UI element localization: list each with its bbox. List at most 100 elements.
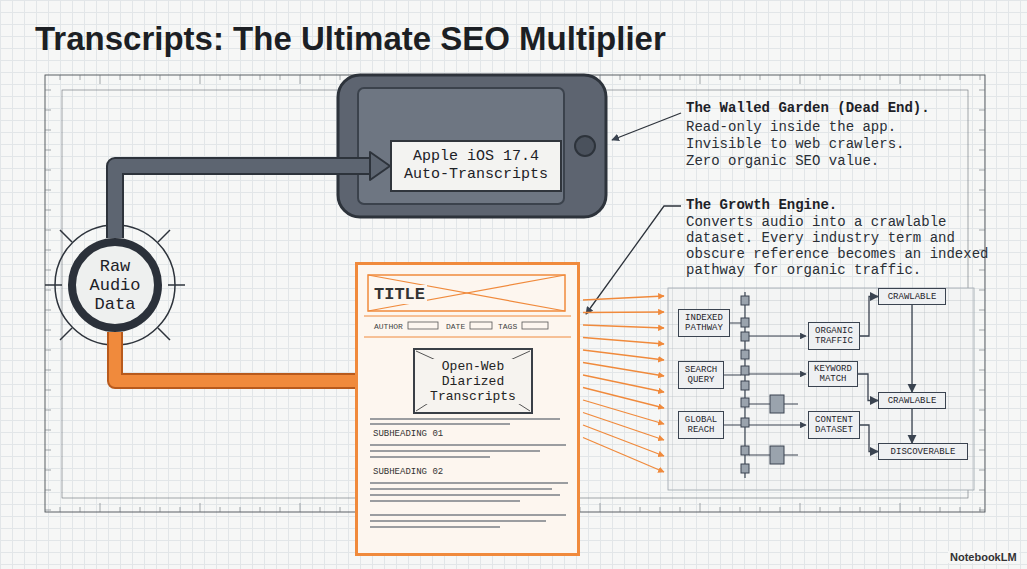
ruler-tick	[45, 250, 51, 251]
ruler-tick	[340, 75, 341, 80]
line-shape	[45, 284, 62, 286]
fan-line	[583, 296, 664, 300]
ruler-tick	[980, 507, 981, 512]
ruler-tick	[300, 75, 301, 84]
node-text: SEARCH QUERY	[682, 365, 720, 385]
callout-text: Invisible to web crawlers.	[686, 136, 904, 152]
ruler-tick	[100, 75, 101, 84]
fan-line	[583, 400, 664, 424]
bus-square	[741, 318, 749, 327]
ruler-tick	[45, 510, 51, 511]
ruler-tick	[979, 130, 985, 131]
ruler-tick	[960, 75, 961, 80]
line-shape	[158, 328, 170, 340]
ruler-tick	[60, 507, 61, 512]
callout-heading: The Walled Garden (Dead End).	[686, 100, 930, 116]
ruler-tick	[979, 450, 985, 451]
fan-line	[583, 438, 664, 473]
ruler-tick	[900, 503, 901, 512]
line-shape	[168, 284, 185, 286]
bus-square	[741, 366, 749, 375]
ruler-tick	[120, 75, 121, 80]
node-text: Apple iOS 17.4 Auto-Transcripts	[402, 148, 550, 184]
connector-line	[858, 374, 878, 401]
app-box: Apple iOS 17.4 Auto-Transcripts	[390, 140, 562, 192]
ruler-tick	[979, 170, 985, 171]
ruler-tick	[840, 507, 841, 512]
ruler-tick	[80, 75, 81, 80]
arrow-body	[115, 332, 395, 381]
ruler-tick	[979, 110, 985, 111]
node-text: CRAWLABLE	[888, 396, 937, 406]
connector-line	[911, 409, 912, 443]
ruler-tick	[860, 507, 861, 512]
ruler-tick	[979, 210, 985, 211]
node-text: SUBHEADING 01	[372, 429, 444, 439]
ruler-tick	[820, 75, 821, 80]
arrow-body	[115, 166, 372, 238]
ruler-tick	[45, 330, 51, 331]
arrowhead-group	[370, 152, 390, 180]
ruler-tick	[979, 290, 985, 291]
ruler-tick	[979, 430, 985, 431]
node-text: DISCOVERABLE	[891, 447, 956, 457]
ruler-tick	[60, 75, 61, 80]
circle-shape	[575, 136, 595, 156]
ruler-tick	[45, 130, 51, 131]
grid-box: CONTENT DATASET	[808, 411, 860, 439]
line-shape	[749, 373, 806, 374]
grid-box: CRAWLABLE	[878, 392, 946, 409]
ruler-tick	[940, 75, 941, 80]
ruler-tick	[880, 75, 881, 80]
fan-line	[583, 350, 664, 360]
grid-box: DISCOVERABLE	[878, 443, 968, 460]
ruler-tick	[960, 507, 961, 512]
ruler-tick	[45, 110, 51, 111]
cross-line	[368, 275, 565, 311]
ruler-tick	[45, 430, 51, 431]
callout-text: Converts audio into a crawlable dataset.…	[686, 214, 998, 278]
text-line	[370, 488, 552, 489]
ruler-tick	[280, 507, 281, 512]
text-line	[370, 520, 546, 521]
line-shape	[749, 455, 770, 456]
ruler-tick	[45, 210, 51, 211]
ruler-tick	[200, 75, 201, 84]
bus-square	[741, 398, 749, 407]
ruler-tick	[920, 75, 921, 80]
ruler-tick	[45, 410, 51, 411]
line-shape	[158, 230, 170, 242]
rect-shape	[338, 75, 606, 217]
node-text: AUTHOR	[374, 322, 403, 331]
cross-line	[368, 275, 565, 311]
line-shape	[749, 424, 806, 425]
ruler-tick	[880, 507, 881, 512]
node-text: TAGS	[498, 322, 517, 331]
ruler-tick	[740, 75, 741, 80]
ruler-tick	[45, 310, 51, 311]
ruler-tick	[979, 370, 985, 371]
ruler-tick	[200, 503, 201, 512]
connector-line	[911, 305, 912, 392]
source-circle: Raw Audio Data	[68, 238, 162, 332]
ruler-tick	[45, 170, 51, 171]
g-shape	[583, 296, 664, 472]
ruler-tick	[700, 75, 701, 84]
bus-square	[741, 381, 749, 390]
arrow-outline	[115, 332, 395, 381]
grid-box: ORGANIC TRAFFIC	[808, 322, 860, 350]
ruler-tick	[45, 470, 51, 471]
node-text: GLOBAL REACH	[682, 415, 720, 435]
fan-line	[583, 338, 664, 345]
bus-square	[741, 464, 749, 473]
node-text: SUBHEADING 02	[372, 467, 444, 477]
rule-line	[364, 316, 571, 317]
node-text: DATE	[446, 322, 465, 331]
ruler-tick	[260, 507, 261, 512]
ruler-tick	[45, 270, 51, 271]
watermark: NotebookLM	[948, 551, 1019, 563]
ruler-tick	[940, 507, 941, 512]
ruler-tick	[45, 450, 51, 451]
ruler-tick	[780, 507, 781, 512]
text-line	[370, 450, 540, 451]
